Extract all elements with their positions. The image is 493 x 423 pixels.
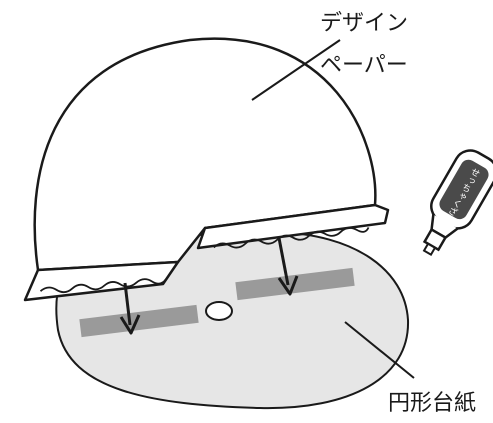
left-fold-line — [37, 261, 179, 271]
round-base-label: 円形台紙 — [388, 391, 476, 416]
glue-tube-label — [439, 159, 489, 220]
right-flap — [196, 203, 390, 250]
design-paper-leader — [251, 39, 341, 101]
design-paper-label-line2: ペーパー — [320, 53, 408, 78]
down-arrow-left — [119, 282, 141, 335]
left-glue-wave — [39, 278, 167, 294]
design-paper — [23, 37, 390, 302]
right-glue-wave — [213, 226, 370, 249]
center-hole — [205, 301, 233, 321]
down-arrow-right — [277, 237, 299, 296]
round-base-leader — [344, 321, 415, 379]
design-paper-label-line1: デザイン — [320, 11, 408, 36]
glue-tube-nozzle — [422, 242, 437, 256]
down-arrow-icon — [277, 275, 299, 296]
down-arrow-icon — [119, 314, 141, 335]
left-glue-strip — [79, 304, 199, 338]
glue-tube-icon: せっちゃくざい — [422, 149, 493, 256]
design-paper-dome — [33, 37, 377, 272]
